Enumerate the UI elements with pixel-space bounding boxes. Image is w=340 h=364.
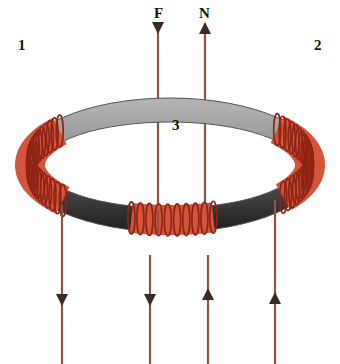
coil-turn: [183, 204, 190, 236]
terminal-letter: N: [199, 6, 210, 21]
wire: [62, 200, 275, 364]
coil-turn: [146, 203, 153, 235]
arrowhead: [56, 22, 281, 306]
coil-body: [277, 130, 310, 198]
coil-turn: [201, 202, 208, 234]
coil-turn: [192, 203, 199, 235]
terminal-letter: F: [154, 6, 163, 21]
coil-winding: [27, 114, 314, 236]
coil-turn: [164, 204, 171, 236]
coil-turn: [210, 201, 217, 233]
callout-number: 1: [18, 38, 26, 53]
toroid-core: [18, 98, 322, 232]
coil-turn: [128, 202, 135, 234]
coil-turn: [174, 204, 181, 236]
callout-number: 2: [314, 38, 322, 53]
coil-turn: [280, 181, 287, 213]
coil-turn: [56, 115, 63, 147]
wire: [158, 30, 205, 230]
coil-turn: [155, 204, 162, 236]
callout-number: 3: [172, 118, 180, 133]
coil-turn: [137, 203, 144, 235]
